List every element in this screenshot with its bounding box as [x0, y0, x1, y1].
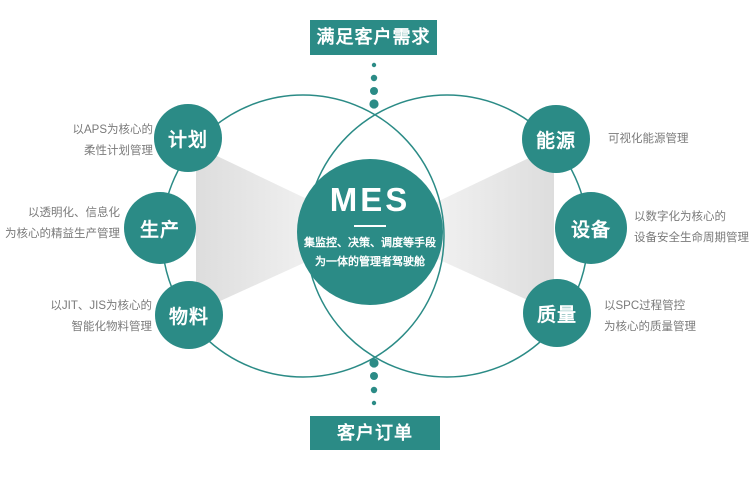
node-label-production: 生产 — [139, 219, 180, 241]
desc-production-line1: 以透明化、信息化 — [28, 207, 120, 219]
desc-quality-line1: 以SPC过程管控 — [604, 300, 686, 312]
mes-title: MES — [329, 181, 411, 218]
node-circle-plan: 计划 — [154, 104, 222, 172]
mes-divider — [354, 225, 386, 227]
desc-equipment-line2: 设备安全生命周期管理 — [634, 232, 749, 244]
desc-quality: 以SPC过程管控 为核心的质量管理 — [604, 296, 696, 338]
desc-material-line1: 以JIT、JIS为核心的 — [50, 300, 152, 312]
desc-equipment: 以数字化为核心的 设备安全生命周期管理 — [634, 207, 749, 249]
node-label-equipment: 设备 — [570, 219, 611, 241]
desc-quality-line2: 为核心的质量管理 — [604, 321, 696, 333]
desc-energy: 可视化能源管理 — [608, 129, 689, 150]
right-beam-shape — [376, 146, 554, 312]
desc-production-line2: 为核心的精益生产管理 — [5, 228, 120, 240]
node-label-material: 物料 — [168, 306, 209, 328]
node-label-plan: 计划 — [167, 129, 208, 151]
dots-connector-bottom — [369, 358, 379, 406]
desc-energy-line1: 可视化能源管理 — [608, 133, 689, 145]
node-circle-quality: 质量 — [523, 279, 591, 347]
top-banner: 满足客户需求 — [310, 20, 437, 55]
left-beam-shape — [196, 146, 374, 312]
desc-equipment-line1: 以数字化为核心的 — [634, 211, 726, 223]
desc-material-line2: 智能化物料管理 — [71, 321, 153, 333]
mes-subtitle-line2: 为一体的管理者驾驶舱 — [315, 256, 425, 268]
node-label-quality: 质量 — [536, 304, 577, 326]
desc-plan: 以APS为核心的 柔性计划管理 — [72, 120, 153, 162]
node-circle-equipment: 设备 — [555, 192, 627, 264]
dots-connector-top — [369, 62, 379, 109]
desc-plan-line1: 以APS为核心的 — [72, 124, 153, 136]
desc-production: 以透明化、信息化 为核心的精益生产管理 — [5, 203, 120, 245]
node-circle-material: 物料 — [155, 281, 223, 349]
mes-center-circle: MES 集监控、决策、调度等手段 为一体的管理者驾驶舱 — [297, 159, 443, 305]
node-label-energy: 能源 — [535, 130, 576, 152]
node-circle-production: 生产 — [124, 192, 196, 264]
mes-subtitle-line1: 集监控、决策、调度等手段 — [304, 237, 436, 249]
desc-plan-line2: 柔性计划管理 — [84, 145, 153, 157]
desc-material: 以JIT、JIS为核心的 智能化物料管理 — [50, 296, 152, 338]
bottom-banner: 客户订单 — [310, 416, 440, 450]
node-circle-energy: 能源 — [522, 105, 590, 173]
